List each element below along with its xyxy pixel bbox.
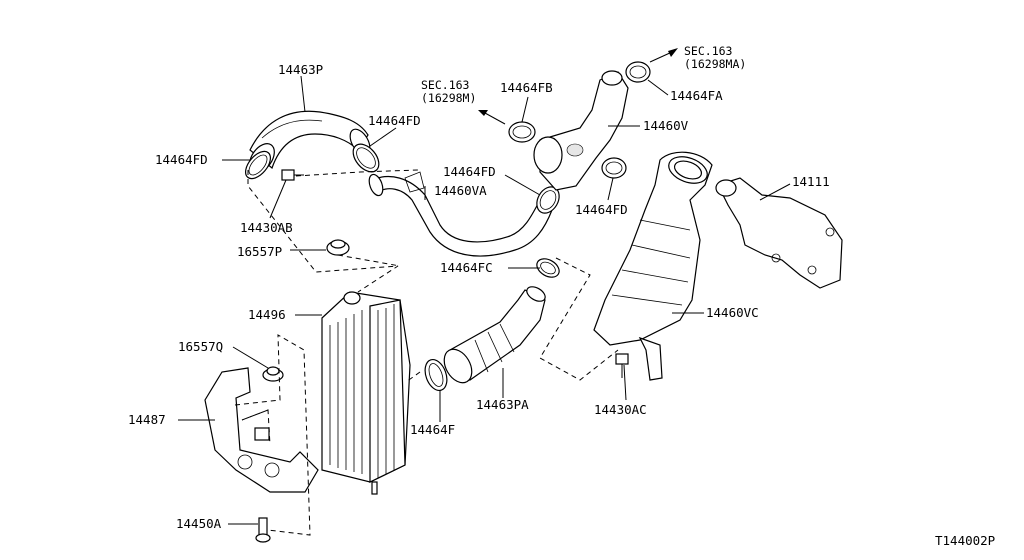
leader-lines <box>178 75 791 525</box>
sec-ref-left-title: SEC.163 <box>421 78 470 92</box>
grommet-16557Q <box>262 366 284 382</box>
grommet-16557P <box>326 239 350 256</box>
clamp-14464FD-far <box>601 157 627 179</box>
label-14430AC: 14430AC <box>594 402 647 417</box>
clamp-14464FA <box>625 61 651 83</box>
label-16557Q: 16557Q <box>178 339 223 354</box>
label-14487: 14487 <box>128 412 166 427</box>
label-14460VC: 14460VC <box>706 305 759 320</box>
bolt-14430AC <box>615 353 629 378</box>
label-14460V: 14460V <box>643 118 689 133</box>
bolt-14450A <box>255 517 271 543</box>
intercooler-14496 <box>321 291 411 495</box>
label-14464FB: 14464FB <box>500 80 553 95</box>
sec-ref-right-code: (16298MA) <box>684 57 746 71</box>
label-14111: 14111 <box>792 174 830 189</box>
assembly-dashed-lines <box>234 169 619 536</box>
label-14463PA: 14463PA <box>476 397 529 412</box>
label-14430AB: 14430AB <box>240 220 293 235</box>
clamp-14464FB <box>508 121 536 143</box>
clamp-14464FC <box>536 258 560 278</box>
hose-14463PA <box>443 286 546 384</box>
label-14496: 14496 <box>248 307 286 322</box>
diagram-id: T144002P <box>935 533 995 548</box>
clamp-14464FD-left <box>245 150 271 180</box>
label-14460VA: 14460VA <box>434 183 487 198</box>
label-14463P: 14463P <box>278 62 323 77</box>
bracket-14487 <box>204 367 319 493</box>
sec-arrow-right <box>649 48 678 63</box>
label-14464FC: 14464FC <box>440 260 493 275</box>
label-14464F: 14464F <box>410 422 455 437</box>
clamp-14464F <box>424 358 448 392</box>
sec-ref-right-title: SEC.163 <box>684 44 733 58</box>
label-14450A: 14450A <box>176 516 222 531</box>
air-tube-14460V <box>533 70 629 191</box>
label-14464FD-mid: 14464FD <box>368 113 421 128</box>
sec-ref-left-code: (16298M) <box>421 91 476 105</box>
outlet-14111 <box>715 177 843 289</box>
bolt-14430AB <box>281 169 304 181</box>
label-16557P: 16557P <box>237 244 282 259</box>
sec-arrow-left <box>478 110 506 125</box>
label-14464FD-right: 14464FD <box>443 164 496 179</box>
air-duct-14460VC <box>593 151 713 381</box>
part-labels: 14463P 14464FD 14464FD 14430AB 16557P 14… <box>128 44 995 548</box>
label-14464FD-left: 14464FD <box>155 152 208 167</box>
label-14464FD-far: 14464FD <box>575 202 628 217</box>
clamp-14464FD-mid <box>352 143 380 173</box>
label-14464FA: 14464FA <box>670 88 723 103</box>
